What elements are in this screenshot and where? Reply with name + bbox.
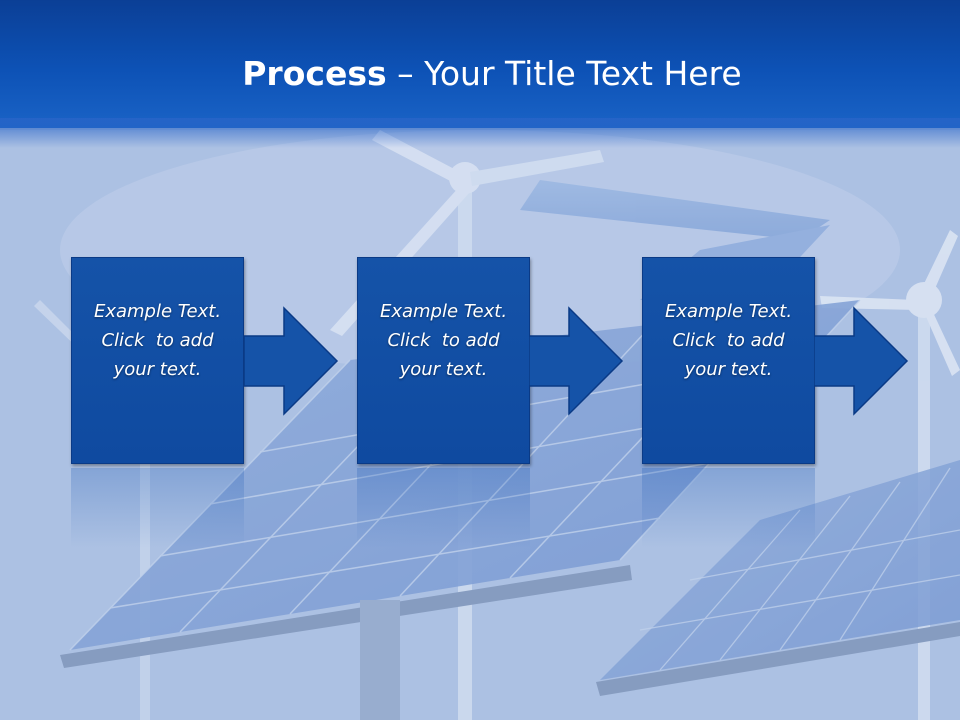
process-step-2-line3: your text. — [399, 359, 488, 380]
process-step-3-line3: your text. — [684, 359, 773, 380]
process-step-2[interactable]: Example Text. Click to add your text. — [357, 257, 530, 464]
process-step-2-line2: Click to add — [387, 330, 500, 351]
slide-title-bold: Process — [242, 54, 387, 93]
title-bar — [0, 0, 960, 128]
right-arrow-icon[interactable] — [529, 306, 624, 416]
step-3-reflection — [642, 468, 815, 548]
process-step-1-line3: your text. — [113, 359, 202, 380]
slide-title-rest: – Your Title Text Here — [386, 54, 742, 93]
solar-panel-right — [596, 460, 960, 696]
process-step-1-text[interactable]: Example Text. Click to add your text. — [78, 297, 238, 384]
process-step-2-line1: Example Text. — [379, 301, 508, 322]
process-step-3-line2: Click to add — [672, 330, 785, 351]
step-2-reflection — [357, 468, 530, 548]
process-step-1-line1: Example Text. — [93, 301, 222, 322]
process-step-1[interactable]: Example Text. Click to add your text. — [71, 257, 244, 464]
process-step-1-line2: Click to add — [101, 330, 214, 351]
title-bar-fade — [0, 118, 960, 148]
right-arrow-icon[interactable] — [814, 306, 909, 416]
slide-title[interactable]: Process – Your Title Text Here — [0, 52, 960, 96]
right-arrow-icon[interactable] — [244, 306, 339, 416]
step-1-reflection — [71, 468, 244, 548]
process-step-2-text[interactable]: Example Text. Click to add your text. — [364, 297, 524, 384]
process-step-3[interactable]: Example Text. Click to add your text. — [642, 257, 815, 464]
process-step-3-line1: Example Text. — [664, 301, 793, 322]
process-step-3-text[interactable]: Example Text. Click to add your text. — [649, 297, 809, 384]
